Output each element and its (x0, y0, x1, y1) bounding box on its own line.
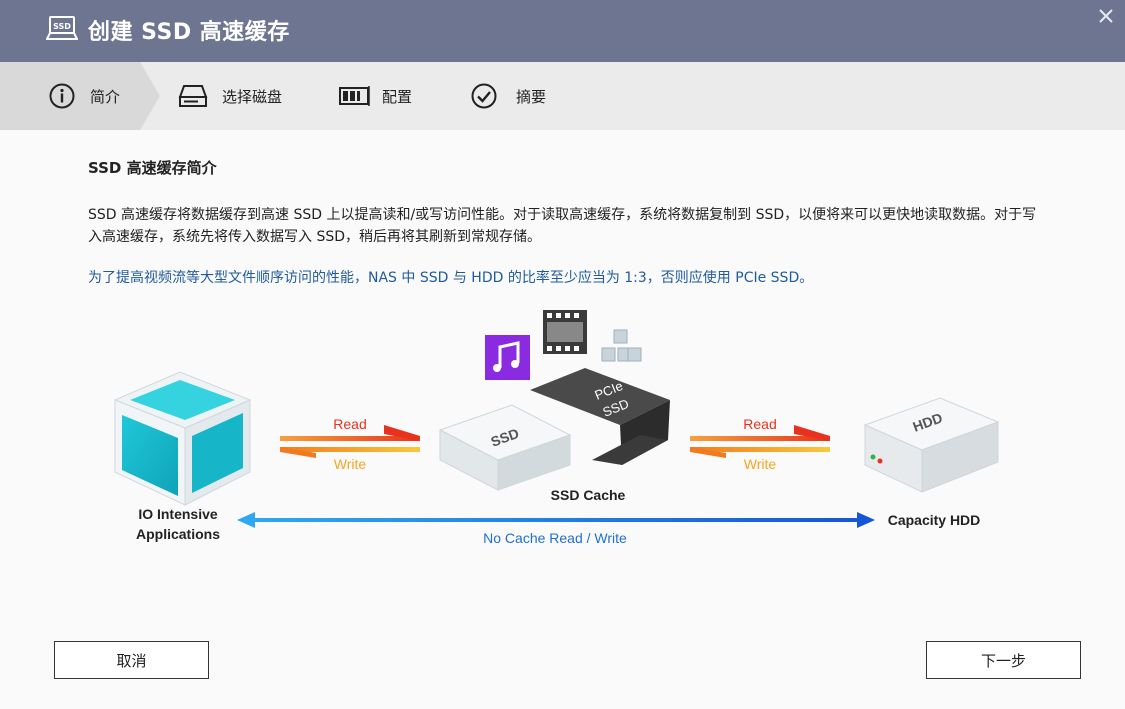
no-cache-arrow (237, 512, 875, 528)
ssd-icon-text: SSD (53, 22, 71, 31)
next-button[interactable]: 下一步 (926, 641, 1081, 679)
ratio-note: 为了提高视频流等大型文件顺序访问的性能，NAS 中 SSD 与 HDD 的比率至… (88, 270, 814, 286)
section-heading: SSD 高速缓存简介 (88, 159, 217, 177)
step-summary-label: 摘要 (516, 87, 547, 106)
data-blocks-icon (601, 329, 642, 362)
description-paragraph: SSD 高速缓存将数据缓存到高速 SSD 上以提高读和/或写访问性能。对于读取高… (88, 207, 1037, 245)
ssd-cache-diagram: IO Intensive Applications Read Write (113, 310, 1000, 546)
window-title: 创建 SSD 高速缓存 (88, 20, 290, 45)
step-select-disk-label: 选择磁盘 (222, 87, 283, 106)
check-circle-icon (471, 83, 497, 109)
io-label-line1: IO Intensive (138, 506, 218, 522)
right-read-arrow (690, 425, 830, 441)
step-select-disk[interactable]: 选择磁盘 (178, 62, 282, 130)
content-area: SSD 高速缓存简介 SSD 高速缓存将数据缓存到高速 SSD 上以提高读和/或… (0, 130, 1125, 709)
left-write-arrow (280, 447, 420, 458)
hdd-label: Capacity HDD (888, 512, 981, 528)
hdd-drive-icon: HDD (863, 397, 1000, 493)
io-app-cube-icon (113, 371, 252, 506)
step-config[interactable]: 配置 (338, 62, 412, 130)
step-intro-label: 简介 (90, 87, 121, 106)
music-icon (485, 335, 530, 380)
no-cache-label: No Cache Read / Write (483, 530, 627, 546)
right-read-label: Read (743, 416, 776, 432)
pcie-ssd-card-icon: PCIe SSD (530, 368, 670, 465)
ssd-icon: SSD (46, 16, 78, 40)
disk-drive-icon (178, 85, 208, 107)
step-intro[interactable]: 简介 (48, 62, 120, 130)
ssd-drive-icon: SSD (438, 404, 572, 491)
step-config-label: 配置 (382, 87, 413, 106)
left-read-label: Read (333, 416, 366, 432)
left-read-arrow (280, 425, 420, 441)
io-label-line2: Applications (136, 526, 220, 542)
cancel-button[interactable]: 取消 (54, 641, 209, 679)
step-summary[interactable]: 摘要 (470, 62, 546, 130)
info-circle-icon (49, 83, 75, 109)
right-write-arrow (690, 447, 830, 458)
film-icon (543, 310, 587, 354)
title-bar: SSD 创建 SSD 高速缓存 (0, 0, 1125, 62)
config-icon (339, 86, 370, 106)
right-write-label: Write (744, 456, 777, 472)
ssd-cache-label: SSD Cache (551, 487, 626, 503)
left-write-label: Write (334, 456, 367, 472)
wizard-steps: 简介 选择磁盘 配置 摘要 (0, 62, 1125, 130)
active-step-highlight (0, 62, 160, 130)
close-icon[interactable] (1096, 6, 1116, 26)
